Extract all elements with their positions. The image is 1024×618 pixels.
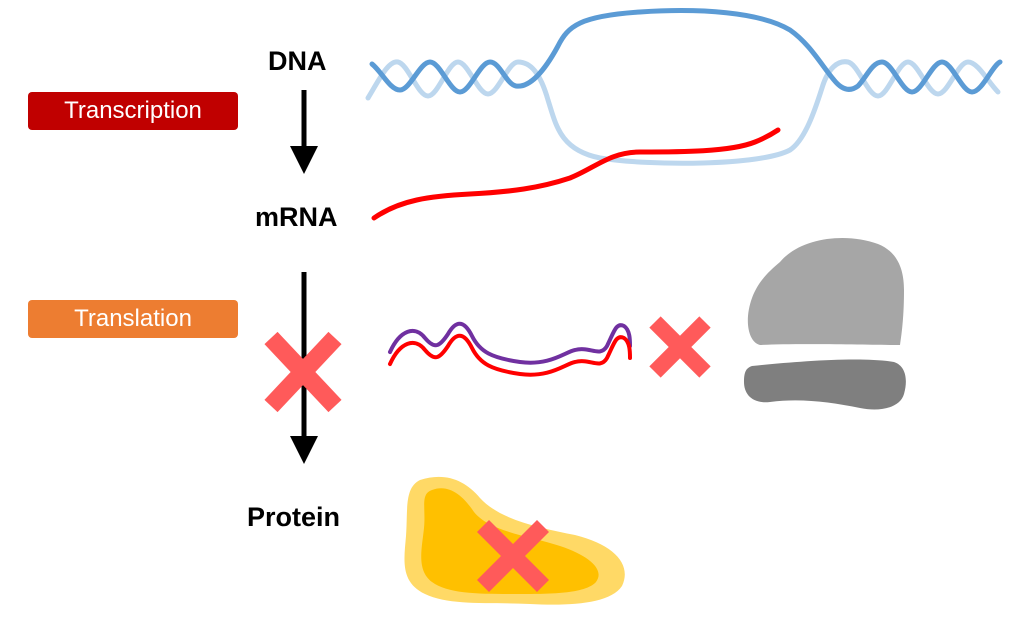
transcription-arrow [290,90,318,174]
translation-badge: Translation [28,300,238,338]
ribosome [744,238,906,410]
dna-helix [365,8,1003,166]
sirna-strand [388,321,632,365]
ribosome-small-subunit [744,359,906,410]
translation-arrow [290,272,318,464]
ribosome-large-subunit [747,238,904,345]
mrna-label: mRNA [255,202,338,232]
dna-coding-strand [369,8,1003,95]
translation-block-cross-icon [264,331,342,413]
mrna-strand [371,127,781,221]
dna-template-strand [365,59,1001,166]
protein-label: Protein [247,502,341,532]
dna-label: DNA [268,46,327,76]
protein-structure [404,476,625,605]
target-mrna-strand [388,333,632,377]
sirna-mrna-duplex [388,321,632,377]
transcription-badge: Transcription [28,92,238,130]
ribosome-block-cross-icon [649,316,711,378]
protein-block-cross-icon [476,519,550,593]
